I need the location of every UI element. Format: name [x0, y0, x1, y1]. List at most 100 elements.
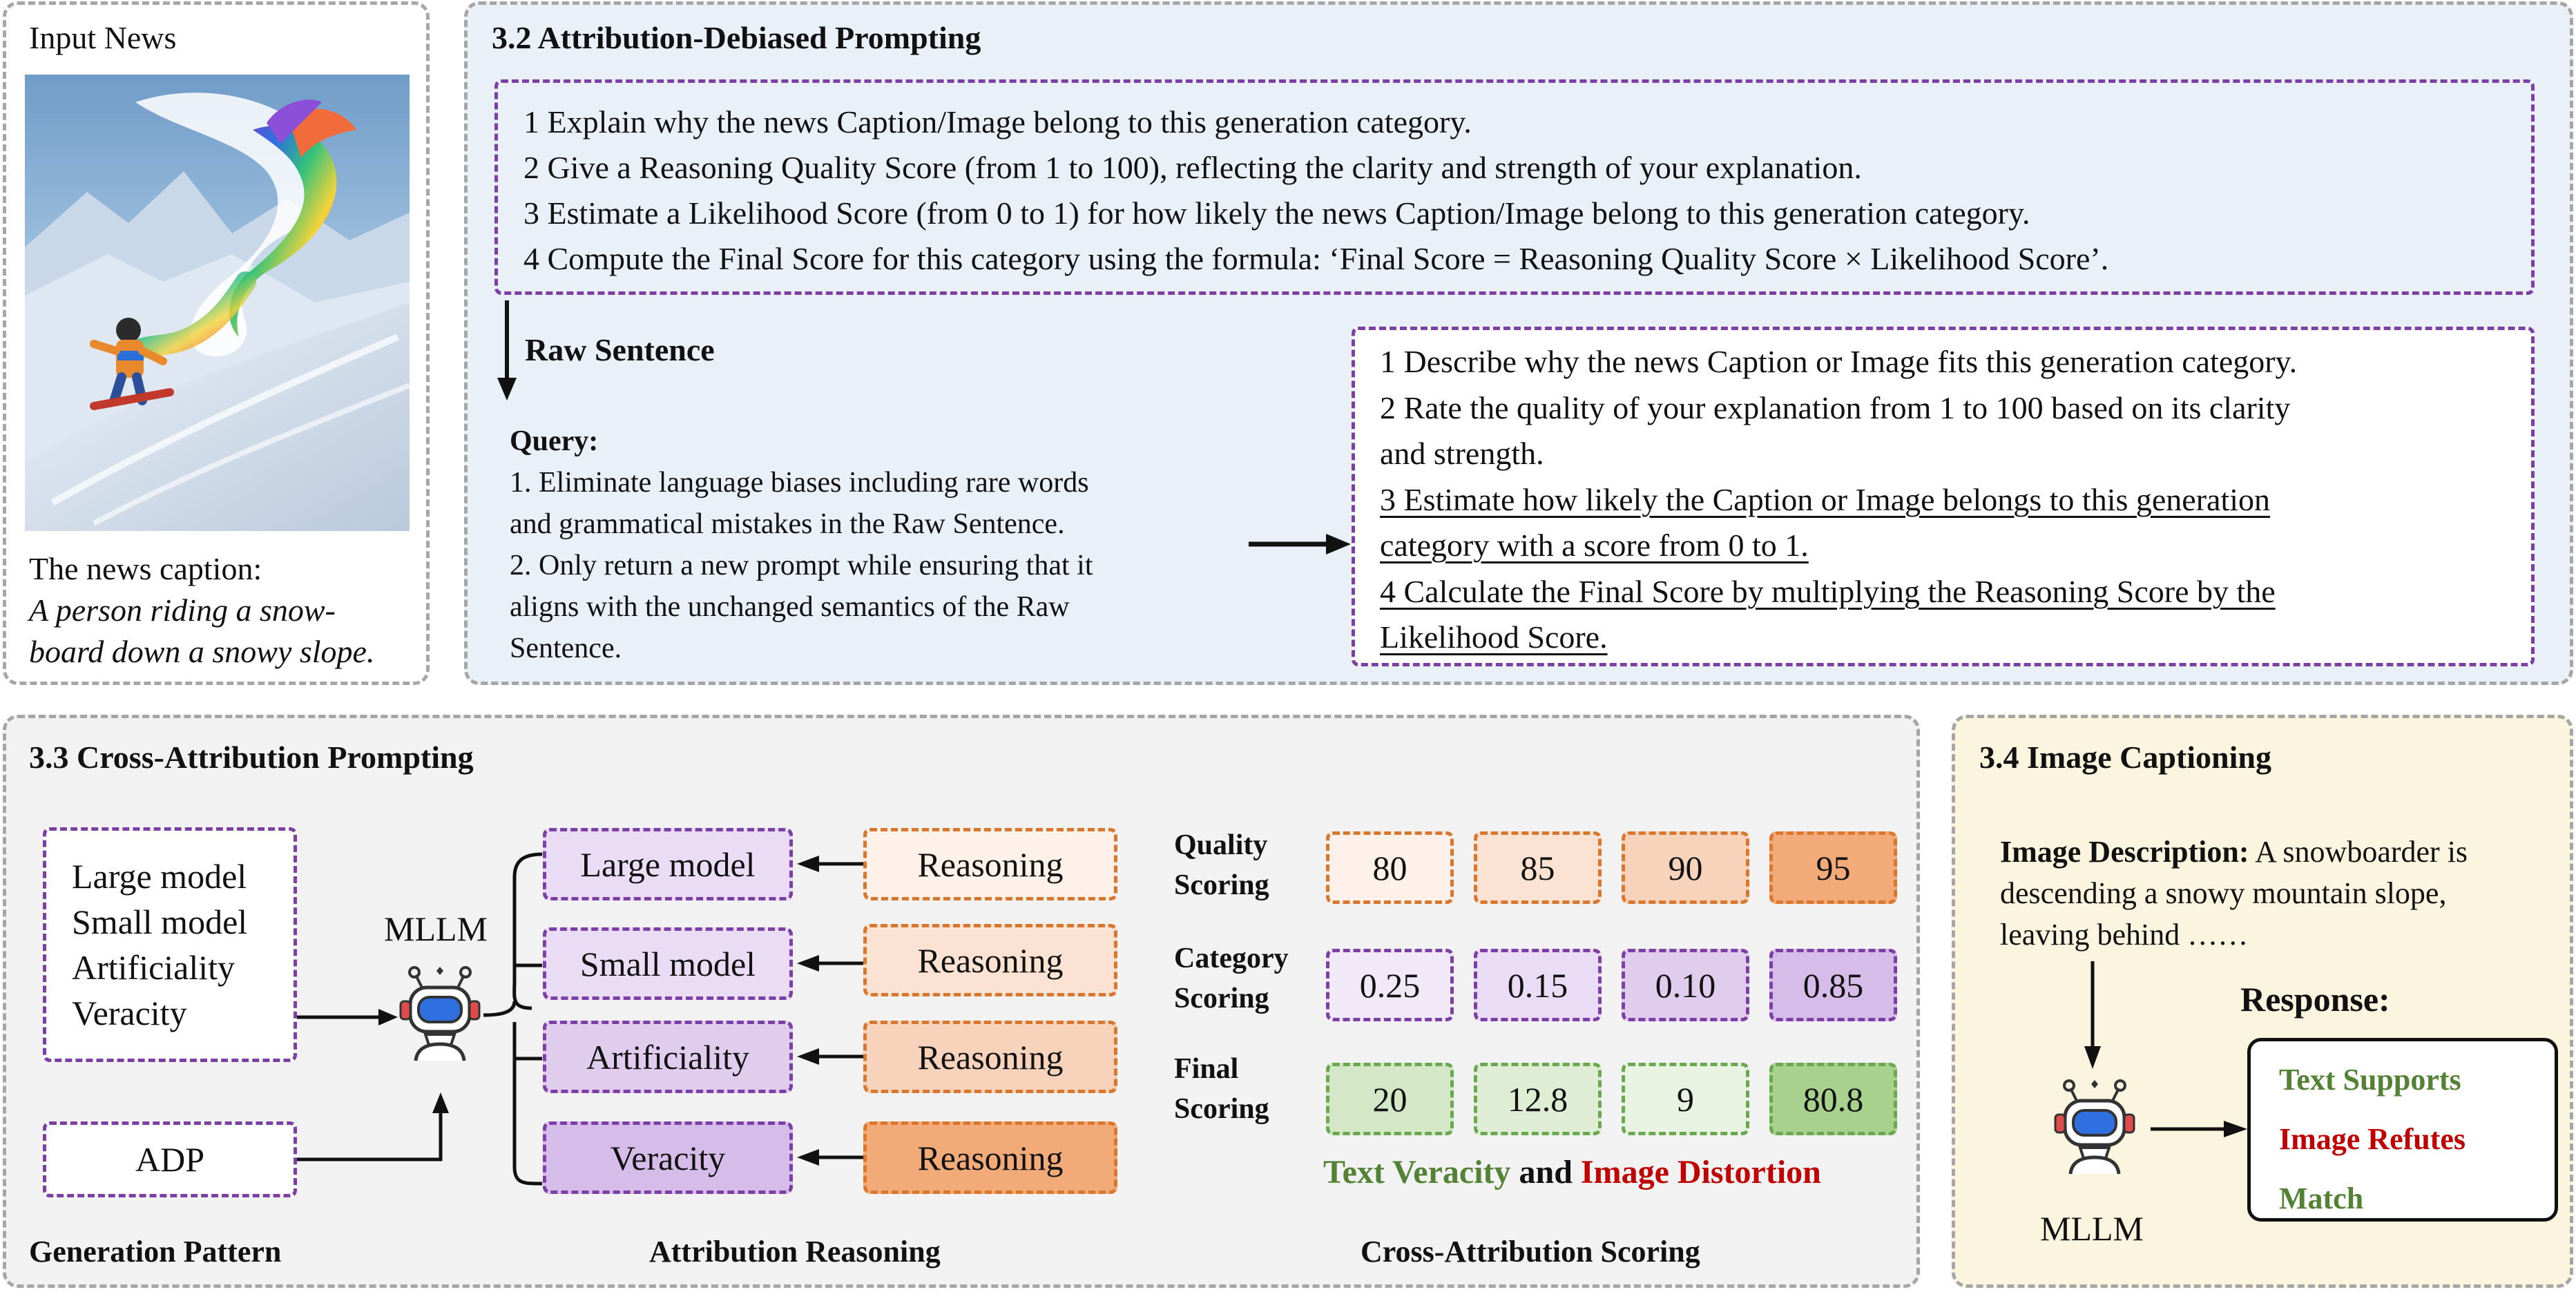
cap-title: 3.3 Cross-Attribution Prompting [29, 740, 474, 775]
quality-score-4: 95 [1769, 831, 1897, 904]
captioning-title: 3.4 Image Captioning [1979, 740, 2271, 775]
legend-text-veracity: Text Veracity [1323, 1154, 1511, 1190]
final-score-4: 80.8 [1769, 1063, 1897, 1135]
rewritten-line-1: 1 Describe why the news Caption or Image… [1380, 344, 2298, 379]
adp-input-label: ADP [135, 1140, 205, 1179]
quality-scoring-label-1: Quality [1174, 829, 1268, 861]
image-description-label: Image Description: [2000, 835, 2249, 869]
quality-score-1: 80 [1326, 831, 1454, 904]
quality-scoring-label-2: Scoring [1174, 869, 1269, 901]
category-veracity: Veracity [543, 1121, 793, 1194]
pattern-small-model: Small model [72, 903, 248, 941]
captioning-mllm-label: MLLM [2040, 1209, 2144, 1248]
input-news-title: Input News [29, 20, 177, 55]
category-scoring-label-2: Scoring [1174, 983, 1269, 1014]
rewritten-prompt-box [1352, 327, 2535, 666]
response-image-refutes: Image Refutes [2279, 1122, 2466, 1156]
query-line-5: Sentence. [510, 633, 622, 664]
category-small-model: Small model [543, 927, 793, 1000]
pattern-artificiality: Artificiality [72, 948, 236, 987]
final-score-3: 9 [1622, 1063, 1749, 1135]
reasoning-box-1: Reasoning [863, 828, 1117, 900]
category-score-2: 0.15 [1474, 949, 1602, 1021]
quality-score-3: 90 [1622, 831, 1749, 904]
query-line-2: and grammatical mistakes in the Raw Sent… [510, 508, 1065, 540]
adp-step-3: 3 Estimate a Likelihood Score (from 0 to… [523, 195, 2030, 231]
reasoning-box-4: Reasoning [863, 1121, 1117, 1194]
news-caption-label: The news caption: [29, 551, 262, 586]
category-artificiality-label: Artificiality [586, 1037, 750, 1077]
image-description-line-3: leaving behind …… [2000, 918, 2249, 952]
final-score-1-value: 20 [1372, 1079, 1407, 1119]
reasoning-arrows [797, 856, 865, 1166]
raw-sentence-label: Raw Sentence [525, 332, 715, 367]
footer-attribution-reasoning: Attribution Reasoning [649, 1235, 941, 1269]
down-arrow-icon [497, 300, 517, 401]
rewritten-line-4: 3 Estimate how likely the Caption or Ima… [1380, 482, 2271, 517]
category-large-model-label: Large model [580, 845, 756, 884]
quality-score-2: 85 [1474, 831, 1602, 904]
image-description-first: A snowboarder is [2255, 835, 2468, 869]
category-large-model: Large model [543, 828, 793, 900]
adp-step-4: 4 Compute the Final Score for this categ… [523, 241, 2109, 276]
cap-mllm-label: MLLM [384, 909, 488, 948]
pattern-veracity: Veracity [72, 994, 187, 1032]
category-score-1: 0.25 [1326, 949, 1454, 1021]
reasoning-box-3: Reasoning [863, 1021, 1117, 1093]
category-score-3-value: 0.10 [1655, 965, 1716, 1005]
rewritten-line-3: and strength. [1380, 436, 1544, 471]
final-score-3-value: 9 [1677, 1079, 1694, 1119]
reasoning-box-2: Reasoning [863, 924, 1117, 996]
category-veracity-label: Veracity [610, 1138, 726, 1177]
generation-pattern-box [43, 827, 297, 1062]
adp-input-box: ADP [43, 1121, 297, 1197]
footer-generation-pattern: Generation Pattern [29, 1235, 282, 1269]
final-score-2-value: 12.8 [1507, 1079, 1568, 1119]
response-label: Response: [2240, 980, 2390, 1019]
footer-cross-attribution-scoring: Cross-Attribution Scoring [1361, 1235, 1700, 1269]
adp-instruction-box [494, 79, 2535, 295]
adp-title: 3.2 Attribution-Debiased Prompting [492, 20, 981, 55]
right-arrow-icon [1249, 534, 1351, 555]
legend-and: and [1519, 1154, 1573, 1190]
query-line-1: 1. Eliminate language biases including r… [510, 467, 1089, 499]
news-caption-line-2: board down a snowy slope. [29, 634, 375, 669]
reasoning-label-4: Reasoning [917, 1138, 1064, 1177]
category-scoring-label-1: Category [1174, 943, 1289, 974]
query-label: Query: [510, 425, 599, 457]
robot-icon [399, 966, 481, 1061]
reasoning-label-2: Reasoning [917, 941, 1064, 980]
rewritten-line-7: Likelihood Score. [1380, 619, 1608, 655]
category-score-3: 0.10 [1622, 949, 1749, 1021]
robot-icon [2054, 1079, 2135, 1175]
score-legend: Text Veracity and Image Distortion [1323, 1153, 1821, 1191]
response-box [2247, 1038, 2558, 1222]
snowboarder-image [25, 75, 410, 531]
legend-image-distortion: Image Distortion [1580, 1154, 1821, 1190]
category-score-1-value: 0.25 [1359, 965, 1421, 1005]
category-score-4: 0.85 [1769, 949, 1897, 1021]
final-scoring-label-2: Scoring [1174, 1093, 1269, 1125]
category-score-2-value: 0.15 [1507, 965, 1568, 1005]
category-score-4-value: 0.85 [1803, 965, 1864, 1005]
reasoning-label-1: Reasoning [917, 845, 1064, 884]
rewritten-line-6: 4 Calculate the Final Score by multiplyi… [1380, 574, 2276, 609]
news-caption-line-1: A person riding a snow- [29, 592, 336, 628]
response-match: Match [2279, 1182, 2364, 1215]
response-text-supports: Text Supports [2279, 1063, 2461, 1097]
category-small-model-label: Small model [579, 944, 756, 983]
adp-step-2: 2 Give a Reasoning Quality Score (from 1… [523, 150, 1862, 185]
image-description-line-2: descending a snowy mountain slope, [2000, 876, 2447, 910]
final-score-2: 12.8 [1474, 1063, 1602, 1135]
final-score-1: 20 [1326, 1063, 1454, 1135]
query-line-4: aligns with the unchanged semantics of t… [510, 591, 1070, 623]
reasoning-label-3: Reasoning [917, 1037, 1064, 1077]
category-artificiality: Artificiality [543, 1021, 793, 1093]
quality-score-2-value: 85 [1520, 848, 1555, 887]
adp-step-1: 1 Explain why the news Caption/Image bel… [523, 104, 1472, 139]
rewritten-line-2: 2 Rate the quality of your explanation f… [1380, 390, 2291, 425]
final-score-4-value: 80.8 [1803, 1079, 1864, 1119]
quality-score-4-value: 95 [1816, 848, 1851, 887]
